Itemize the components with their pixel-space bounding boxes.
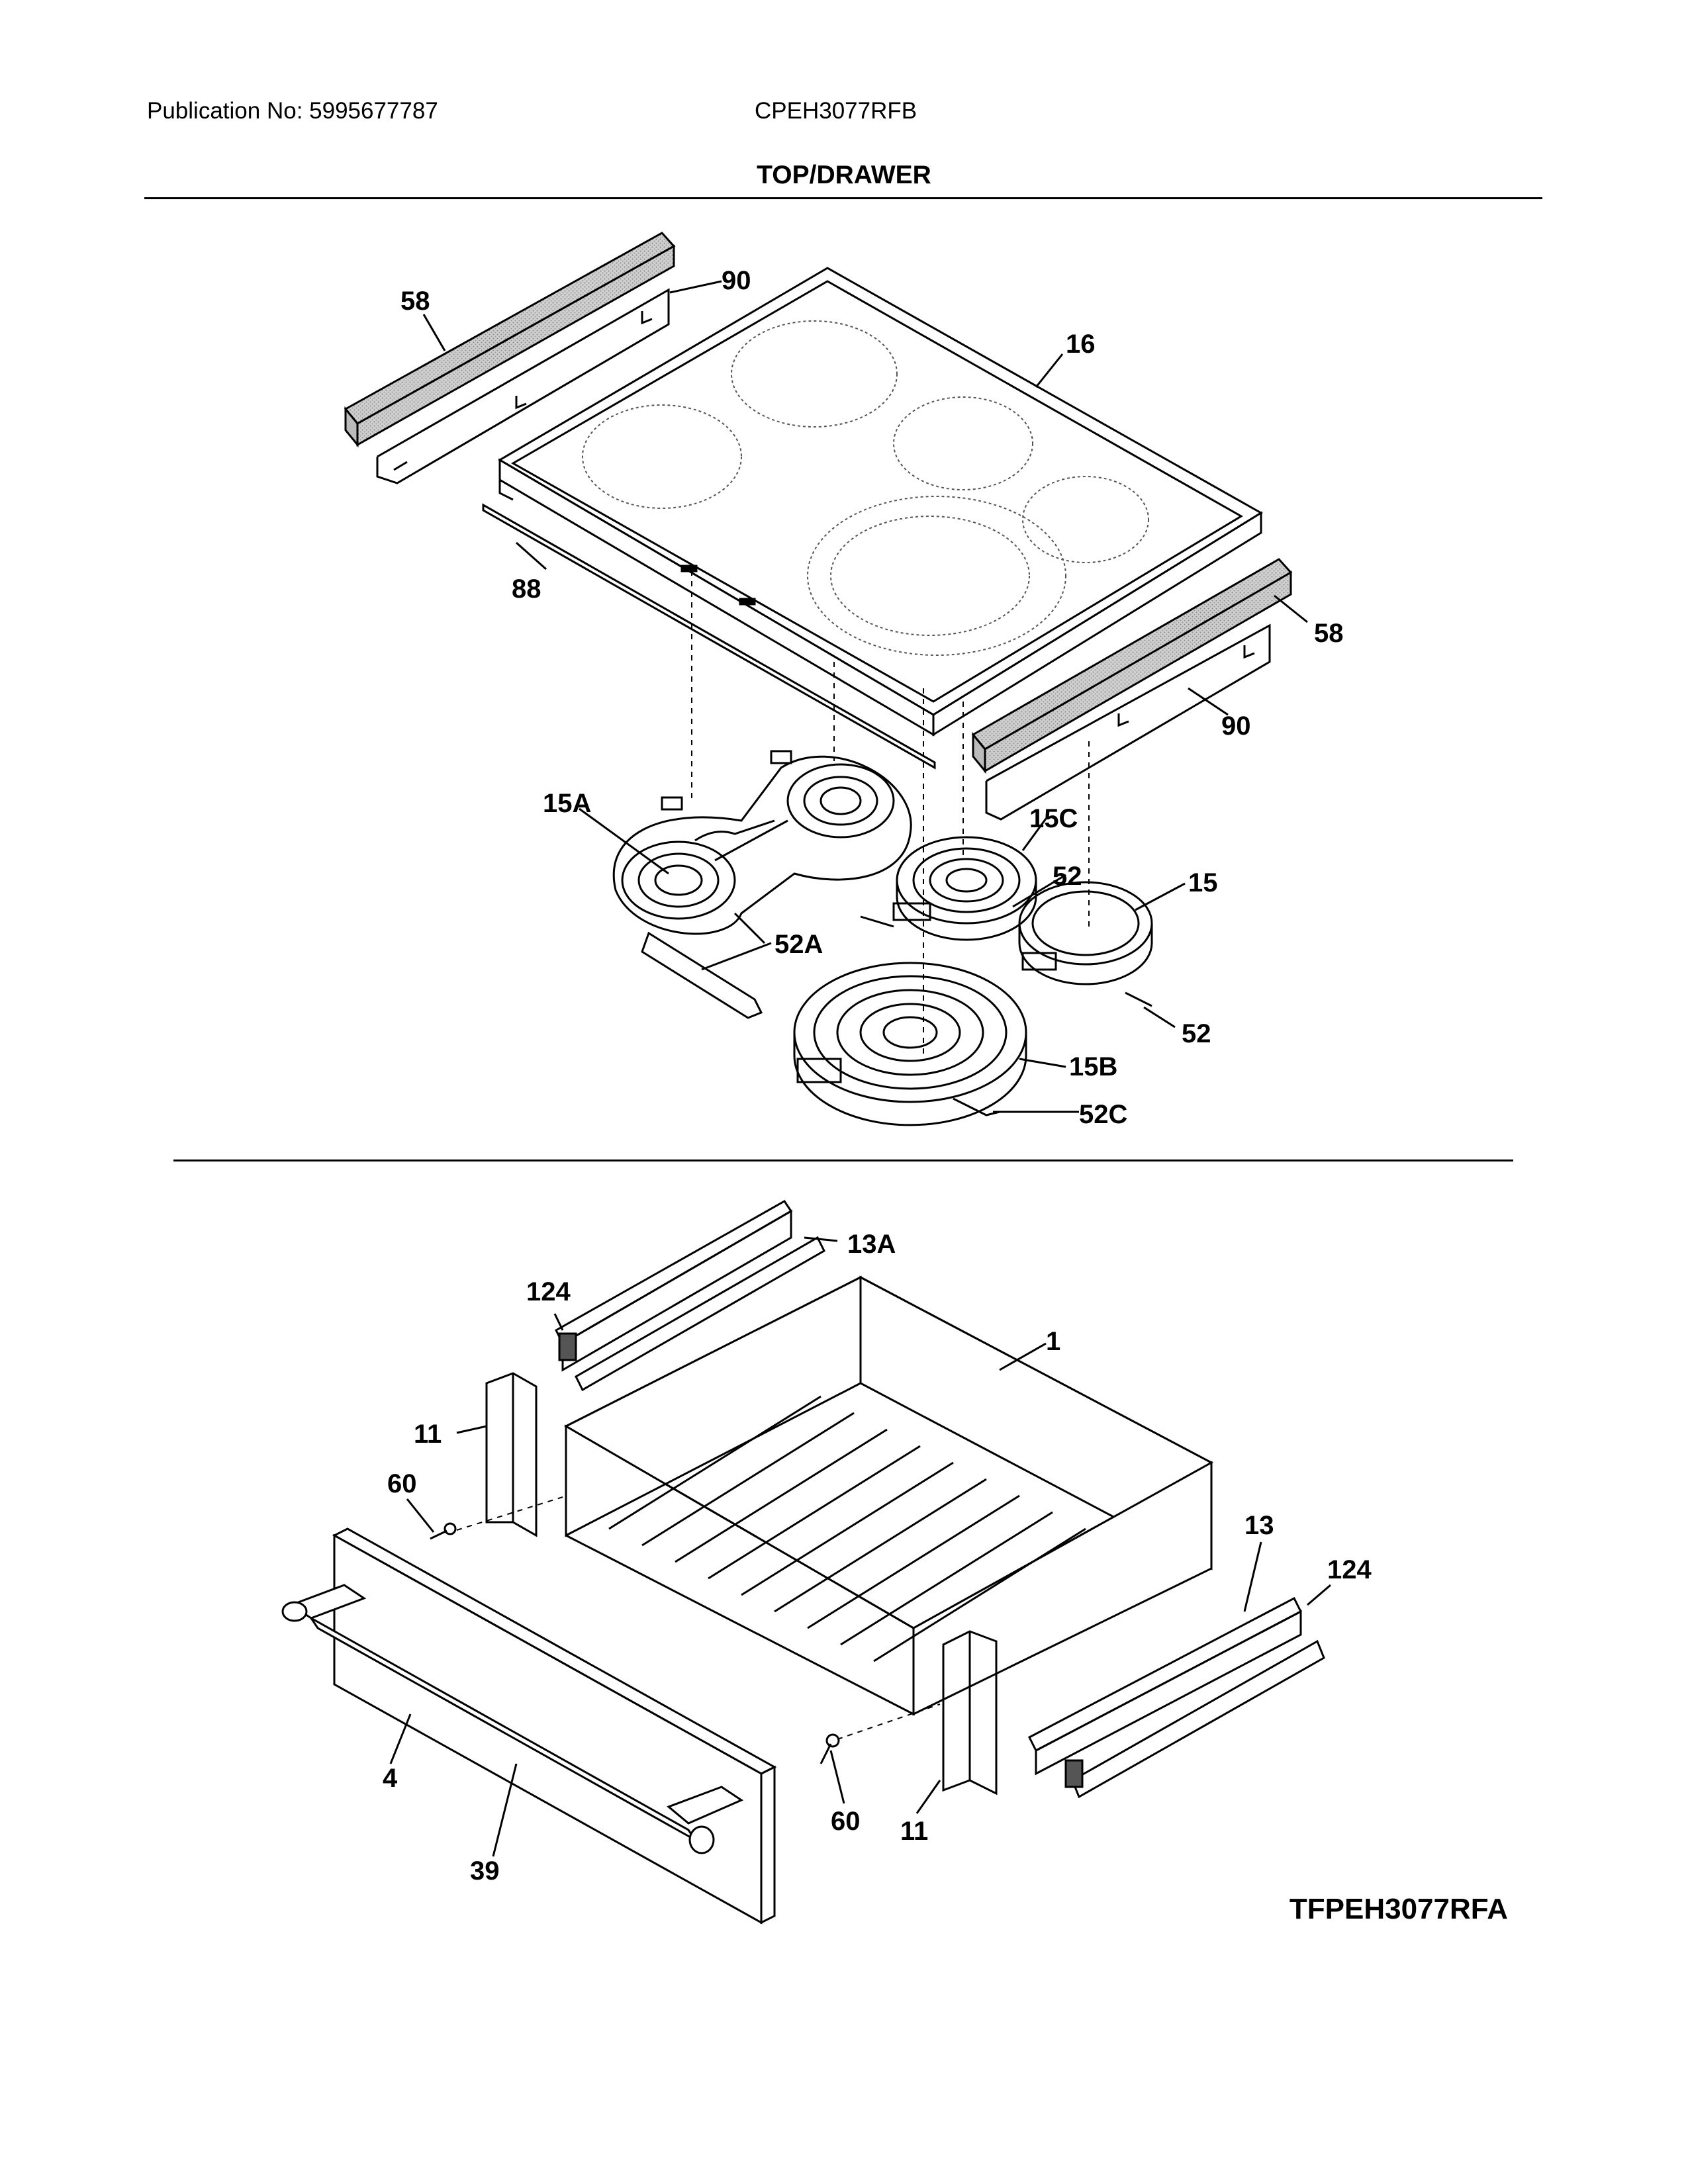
callout-58-right: 58: [1314, 619, 1344, 648]
callout-88: 88: [512, 574, 541, 604]
trim-strip: [482, 503, 936, 770]
callout-52-upper: 52: [1053, 862, 1082, 891]
strap-52a: [641, 931, 763, 1019]
callout-15c: 15C: [1029, 804, 1078, 833]
callout-4: 4: [383, 1764, 398, 1793]
element-15a-bridge: [612, 750, 912, 935]
bracket-11-left: [485, 1372, 538, 1537]
callout-60-right: 60: [831, 1807, 861, 1836]
title-divider: [144, 197, 1542, 199]
element-15b: [793, 962, 1027, 1126]
cooktop-glass: [498, 267, 1263, 737]
callout-13a: 13A: [847, 1230, 896, 1259]
screw-60-left: [430, 1522, 457, 1540]
callout-11-left: 11: [414, 1420, 442, 1449]
bracket-left: [376, 288, 670, 484]
callout-15b: 15B: [1069, 1052, 1117, 1081]
callout-90-left: 90: [722, 266, 751, 295]
bracket-right: [985, 623, 1271, 821]
callout-52c: 52C: [1079, 1100, 1127, 1129]
callout-13: 13: [1244, 1511, 1274, 1540]
callout-39: 39: [470, 1856, 500, 1886]
callout-90-right: 90: [1221, 711, 1251, 741]
callout-1: 1: [1046, 1327, 1060, 1356]
drawer-body: [563, 1275, 1214, 1716]
callout-16: 16: [1066, 330, 1096, 359]
callout-leaders: [389, 280, 1331, 1857]
handle-39: [281, 1584, 744, 1854]
callout-58-left: 58: [400, 287, 430, 316]
publication-number: Publication No: 5995677787: [147, 98, 438, 124]
callout-52-lower: 52: [1182, 1019, 1211, 1048]
callout-60-left: 60: [387, 1469, 417, 1498]
bracket-11-right: [942, 1630, 998, 1796]
page-title: TOP/DRAWER: [757, 161, 931, 189]
element-15: [1018, 881, 1153, 1007]
callout-15a: 15A: [543, 789, 591, 818]
insulation-strip-left: [344, 232, 676, 448]
diagram-code: TFPEH3077RFA: [1289, 1893, 1508, 1925]
callout-124-left: 124: [526, 1277, 571, 1306]
callout-124-right: 124: [1327, 1555, 1372, 1584]
callout-52a: 52A: [774, 930, 823, 959]
drawer-slide-13: [1028, 1596, 1325, 1799]
drawer-slide-13a: [555, 1200, 825, 1392]
section-divider: [173, 1160, 1513, 1161]
callout-11-right: 11: [900, 1817, 928, 1846]
model-number: CPEH3077RFB: [755, 98, 917, 124]
drawer-front-4: [332, 1527, 777, 1925]
element-15c: [892, 836, 1037, 941]
insulation-strip-right: [971, 558, 1293, 774]
callout-15: 15: [1188, 868, 1218, 897]
screw-60-right: [820, 1733, 840, 1764]
